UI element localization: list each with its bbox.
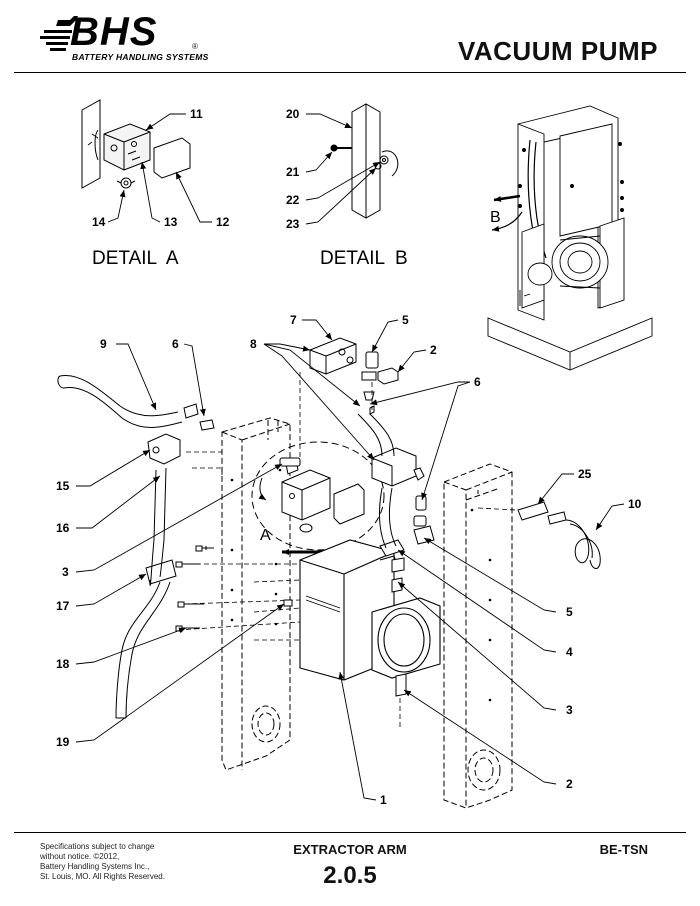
page-title: VACUUM PUMP bbox=[457, 36, 658, 66]
bolts bbox=[175, 545, 293, 632]
callout-3-right: 3 bbox=[566, 703, 573, 717]
footer-section-number: 2.0.5 bbox=[323, 862, 377, 889]
callout-25: 25 bbox=[578, 467, 592, 481]
detail-b-drawing bbox=[330, 103, 399, 219]
callout-13: 13 bbox=[164, 215, 178, 229]
page-header: BHS BATTERY HANDLING SYSTEMS ® VACUUM PU… bbox=[0, 0, 700, 72]
assembly-guide-lines bbox=[177, 372, 517, 730]
exploded-parts-diagram: 11 12 13 14 DETAIL A 20 21 22 23 DETAIL … bbox=[56, 99, 653, 809]
callout-9: 9 bbox=[100, 337, 107, 351]
circuit-box bbox=[281, 459, 365, 533]
header-rule bbox=[14, 72, 686, 73]
callout-14: 14 bbox=[92, 215, 106, 229]
tubes bbox=[57, 374, 601, 719]
callout-1: 1 bbox=[380, 793, 387, 807]
registered-mark: ® bbox=[192, 42, 198, 51]
callout-5-top: 5 bbox=[402, 313, 409, 327]
view-b-letter: B bbox=[490, 209, 501, 226]
view-b-arc bbox=[491, 211, 523, 232]
detail-a-leaders bbox=[107, 113, 212, 223]
detail-a-label: DETAIL A bbox=[92, 248, 179, 269]
main-leaders bbox=[75, 319, 625, 801]
footer-notice: Specifications subject to change without… bbox=[40, 842, 180, 882]
callout-4: 4 bbox=[566, 645, 573, 659]
logo-subtext: BATTERY HANDLING SYSTEMS bbox=[72, 52, 209, 62]
detail-b-leaders bbox=[305, 113, 381, 225]
callout-20: 20 bbox=[286, 107, 300, 121]
callout-5-bottom: 5 bbox=[566, 605, 573, 619]
right-arm-frame bbox=[443, 463, 513, 809]
vacuum-pump-body bbox=[299, 539, 441, 681]
callout-7: 7 bbox=[290, 313, 297, 327]
right-arm-holes bbox=[470, 508, 492, 702]
bhs-logo bbox=[40, 16, 78, 51]
left-arm-frame bbox=[221, 417, 291, 771]
callout-2-top: 2 bbox=[430, 343, 437, 357]
callout-23: 23 bbox=[286, 217, 300, 231]
detail-a-drawing bbox=[81, 99, 191, 189]
footer-notice-line: St. Louis, MO. All Rights Reserved. bbox=[40, 872, 165, 881]
callout-22: 22 bbox=[286, 193, 300, 207]
footer-model: BE-TSN bbox=[599, 842, 648, 857]
callout-6-right: 6 bbox=[474, 375, 481, 389]
callout-3-left: 3 bbox=[62, 565, 69, 579]
callout-10: 10 bbox=[628, 497, 642, 511]
callout-21: 21 bbox=[286, 165, 300, 179]
callout-6-left: 6 bbox=[172, 337, 179, 351]
callout-15: 15 bbox=[56, 479, 70, 493]
callout-18: 18 bbox=[56, 657, 70, 671]
logo-text: BHS bbox=[70, 10, 158, 54]
view-a-letter: A bbox=[260, 527, 271, 544]
callout-12: 12 bbox=[216, 215, 230, 229]
callout-19: 19 bbox=[56, 735, 70, 749]
view-b-arrow bbox=[493, 194, 521, 202]
callout-2-bottom: 2 bbox=[566, 777, 573, 791]
callout-11: 11 bbox=[190, 107, 203, 121]
callout-17: 17 bbox=[56, 599, 70, 613]
footer-notice-line: Specifications subject to change bbox=[40, 842, 155, 851]
footer-section-title: EXTRACTOR ARM bbox=[293, 842, 407, 857]
callout-16: 16 bbox=[56, 521, 70, 535]
callout-8: 8 bbox=[250, 337, 257, 351]
detail-a-circle bbox=[251, 441, 385, 551]
footer-rule bbox=[14, 832, 686, 833]
speed-lines-icon bbox=[40, 16, 78, 51]
detail-b-label: DETAIL B bbox=[320, 248, 408, 269]
assembly-view-drawing bbox=[487, 105, 653, 371]
footer-notice-line: without notice. ©2012, bbox=[40, 852, 120, 861]
detail-a-arc-arrow bbox=[258, 477, 267, 501]
fittings bbox=[145, 337, 567, 697]
footer-notice-line: Battery Handling Systems Inc., bbox=[40, 862, 150, 871]
